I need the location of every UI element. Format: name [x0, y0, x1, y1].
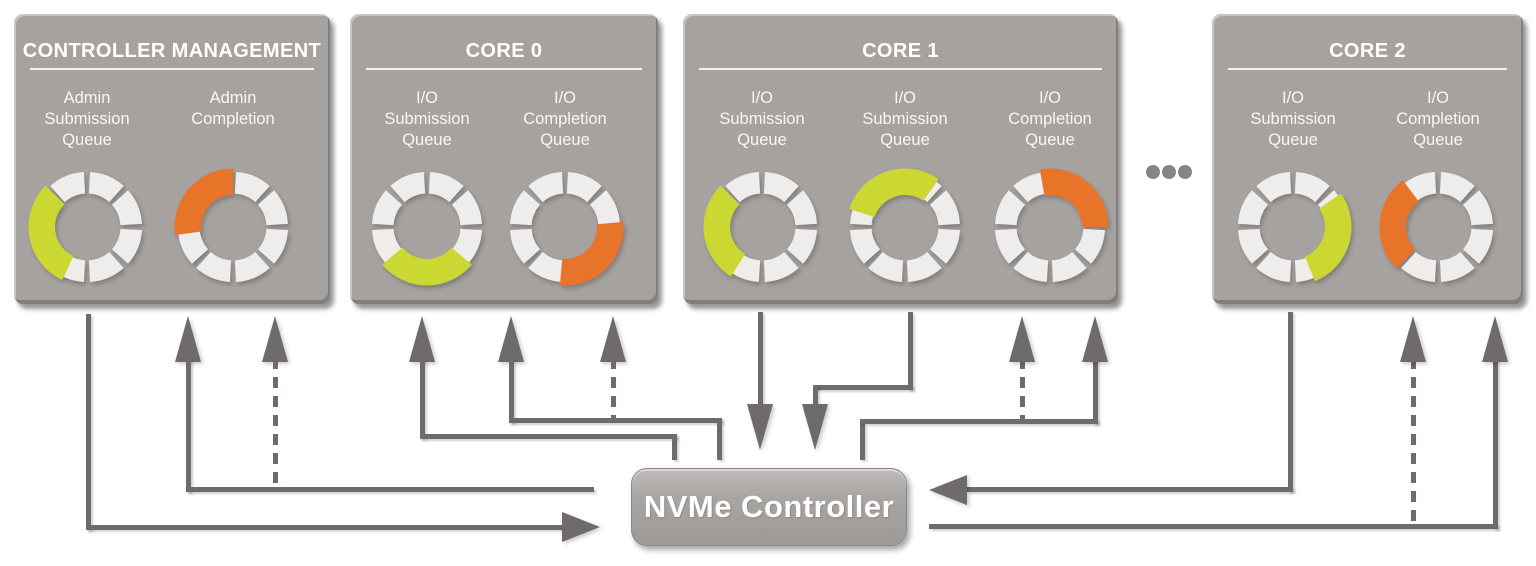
queue-ring: [372, 172, 482, 286]
arrow-core2-submission-line-v: [1287, 312, 1293, 492]
arrow-core2-completion-dashed-line: [1410, 358, 1416, 526]
queue-label: I/O Completion Queue: [1396, 89, 1480, 149]
arrow-core0-submission-arrowhead: [409, 316, 435, 362]
arrow-core1-completion-dashed-arrowhead: [1009, 316, 1035, 362]
panel-core-2: CORE 2 I/O Submission Queue I/O Completi…: [1212, 14, 1523, 304]
arrow-admin-completion-line-v: [185, 358, 191, 492]
queue-ring: [703, 172, 817, 282]
panel-title: CORE 0: [465, 40, 543, 62]
arrow-admin-completion-dashed-line: [272, 358, 278, 489]
arrow-admin-completion-line-h: [185, 487, 594, 492]
arrow-core1-completion-dashed-line: [1019, 358, 1025, 422]
arrow-core2-submission-line-h: [967, 487, 1293, 492]
queue-ring: [174, 168, 288, 282]
arrow-admin-submission-line-v: [85, 314, 91, 530]
queue-label: Admin Completion: [191, 89, 275, 128]
arrow-core0-completion-dashed-arrowhead: [600, 316, 626, 362]
title-underline: [366, 68, 642, 70]
queue-label: I/O Submission Queue: [862, 89, 948, 149]
ellipsis-dot: [1178, 165, 1192, 179]
arrow-core1-submission2-line-h: [812, 385, 913, 390]
arrow-core2-completion-arrowhead: [1482, 316, 1508, 362]
arrow-core0-completion-arrowhead: [498, 316, 524, 362]
arrow-core0-submission-line-h: [419, 434, 677, 439]
arrow-core1-submission2-line-v: [907, 312, 913, 390]
arrow-core0-submission-stub: [671, 434, 677, 460]
nvme-controller-box: NVMe Controller: [631, 468, 907, 546]
ellipsis-dot: [1162, 165, 1176, 179]
title-underline: [699, 68, 1102, 70]
queue-label: I/O Completion Queue: [1008, 89, 1092, 149]
ellipsis-icon: [1146, 165, 1192, 179]
arrow-core1-completion-stub: [859, 424, 865, 460]
arrow-core2-completion-line-v: [1492, 358, 1498, 529]
queue-ring: [510, 172, 624, 286]
arrow-core1-completion-line-v: [1092, 358, 1098, 424]
arrow-core2-completion-line-h: [929, 524, 1498, 529]
panel-title: CONTROLLER MANAGEMENT: [22, 40, 322, 62]
arrow-core1-completion-arrowhead: [1082, 316, 1108, 362]
panel-title: CORE 1: [862, 40, 939, 62]
arrow-core1-submission2-arrowhead: [802, 404, 828, 450]
panel-title: CORE 2: [1329, 40, 1406, 62]
arrow-core0-completion-line-h: [508, 418, 722, 423]
panel-core-0: CORE 0 I/O Submission Queue I/O Completi…: [350, 14, 658, 304]
arrow-admin-completion-dashed-arrowhead: [262, 316, 288, 362]
title-underline: [30, 68, 314, 70]
arrow-core0-completion-dashed-line: [610, 358, 616, 418]
arrow-core2-submission-arrowhead: [929, 475, 967, 505]
arrow-core0-completion-line-v: [508, 358, 514, 423]
arrow-core1-completion-line-h: [859, 419, 1098, 424]
queue-ring: [849, 168, 960, 282]
arrow-core1-submission2-line-v2: [812, 385, 818, 406]
ellipsis-dot: [1146, 165, 1160, 179]
arrow-core1-submission1-line-v: [757, 312, 763, 404]
nvme-controller-label: NVMe Controller: [643, 489, 895, 524]
arrow-admin-completion-arrowhead: [175, 316, 201, 362]
arrow-admin-submission-line-h: [85, 525, 564, 530]
panel-controller-management: CONTROLLER MANAGEMENT Admin Submission Q…: [14, 14, 330, 304]
queue-label: Admin Submission Queue: [44, 89, 130, 149]
arrow-core0-completion-stub: [716, 418, 722, 460]
queue-label: I/O Submission Queue: [719, 89, 805, 149]
panel-core-1: CORE 1 I/O Submission Queue I/O Submissi…: [683, 14, 1118, 304]
arrow-core0-submission-line-v: [419, 358, 425, 439]
queue-ring: [1379, 172, 1493, 282]
arrow-admin-submission-arrowhead: [562, 512, 600, 542]
queue-ring: [995, 168, 1109, 282]
queue-label: I/O Submission Queue: [384, 89, 470, 149]
title-underline: [1228, 68, 1507, 70]
arrow-core2-completion-dashed-arrowhead: [1400, 316, 1426, 362]
queue-ring: [28, 172, 142, 282]
queue-ring: [1238, 172, 1352, 282]
queue-label: I/O Completion Queue: [523, 89, 607, 149]
queue-label: I/O Submission Queue: [1250, 89, 1336, 149]
arrow-core1-submission1-arrowhead: [747, 404, 773, 450]
